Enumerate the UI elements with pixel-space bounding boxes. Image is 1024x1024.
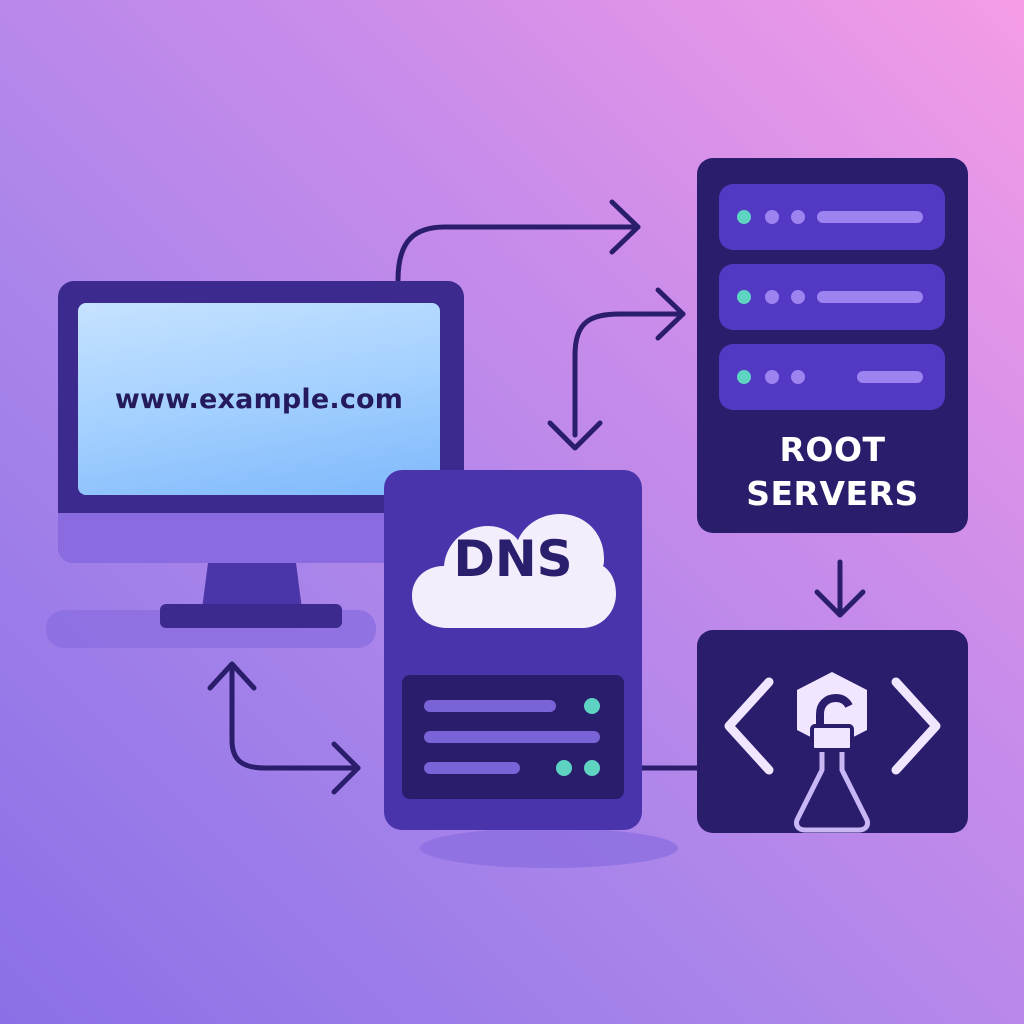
code-security-box: [697, 630, 968, 833]
status-light-1: [584, 698, 600, 714]
server-rack-2: [719, 264, 945, 330]
root-servers: ROOT SERVERS: [697, 158, 968, 533]
server-rack-1: [719, 184, 945, 250]
rack-light: [765, 210, 779, 224]
rack-light: [765, 370, 779, 384]
dns-label: DNS: [453, 530, 573, 588]
dns-status-panel: [402, 675, 624, 799]
arrow-root-dns: [572, 311, 686, 438]
monitor-screen: www.example.com: [78, 303, 440, 495]
arrowhead-to-dns-bottom: [331, 741, 361, 795]
code-brackets-icon: [724, 672, 941, 833]
rack-bar: [817, 291, 923, 303]
cloud-icon: [412, 514, 616, 628]
monitor-stand-neck: [202, 563, 302, 609]
rack-light: [737, 290, 751, 304]
status-light-2: [556, 760, 572, 776]
rack-bar: [817, 211, 923, 223]
server-rack-3: [719, 344, 945, 410]
status-bar-1: [424, 700, 556, 712]
arrowhead-to-root: [655, 287, 686, 341]
rack-light: [791, 210, 805, 224]
arrowhead-to-code: [814, 589, 866, 618]
right-bracket: [891, 677, 941, 775]
root-label-line-2: SERVERS: [746, 474, 919, 513]
status-light-3: [584, 760, 600, 776]
padlock-shackle: [816, 693, 853, 728]
rack-light: [791, 370, 805, 384]
status-bar-3: [424, 762, 520, 774]
root-servers-label: ROOT SERVERS: [697, 428, 968, 516]
arrow-monitor-dns: [229, 665, 361, 771]
dns-server: DNS: [384, 470, 642, 830]
rack-bar: [857, 371, 923, 383]
monitor-stand-base: [160, 604, 342, 628]
rack-light: [737, 370, 751, 384]
arrow-monitor-to-root: [395, 224, 641, 283]
status-bar-2: [424, 731, 600, 743]
arrowhead-to-dns: [547, 420, 603, 451]
arrowhead-to-monitor: [207, 661, 257, 691]
rack-light: [791, 290, 805, 304]
left-bracket: [724, 677, 774, 775]
dns-server-shadow: [420, 828, 678, 868]
root-label-line-1: ROOT: [779, 430, 886, 469]
url-text: www.example.com: [114, 383, 404, 415]
rack-light: [765, 290, 779, 304]
padlock-icon: [810, 724, 854, 752]
flask-icon: [794, 752, 870, 833]
rack-light: [737, 210, 751, 224]
arrowhead-monitor-to-root: [609, 199, 641, 255]
